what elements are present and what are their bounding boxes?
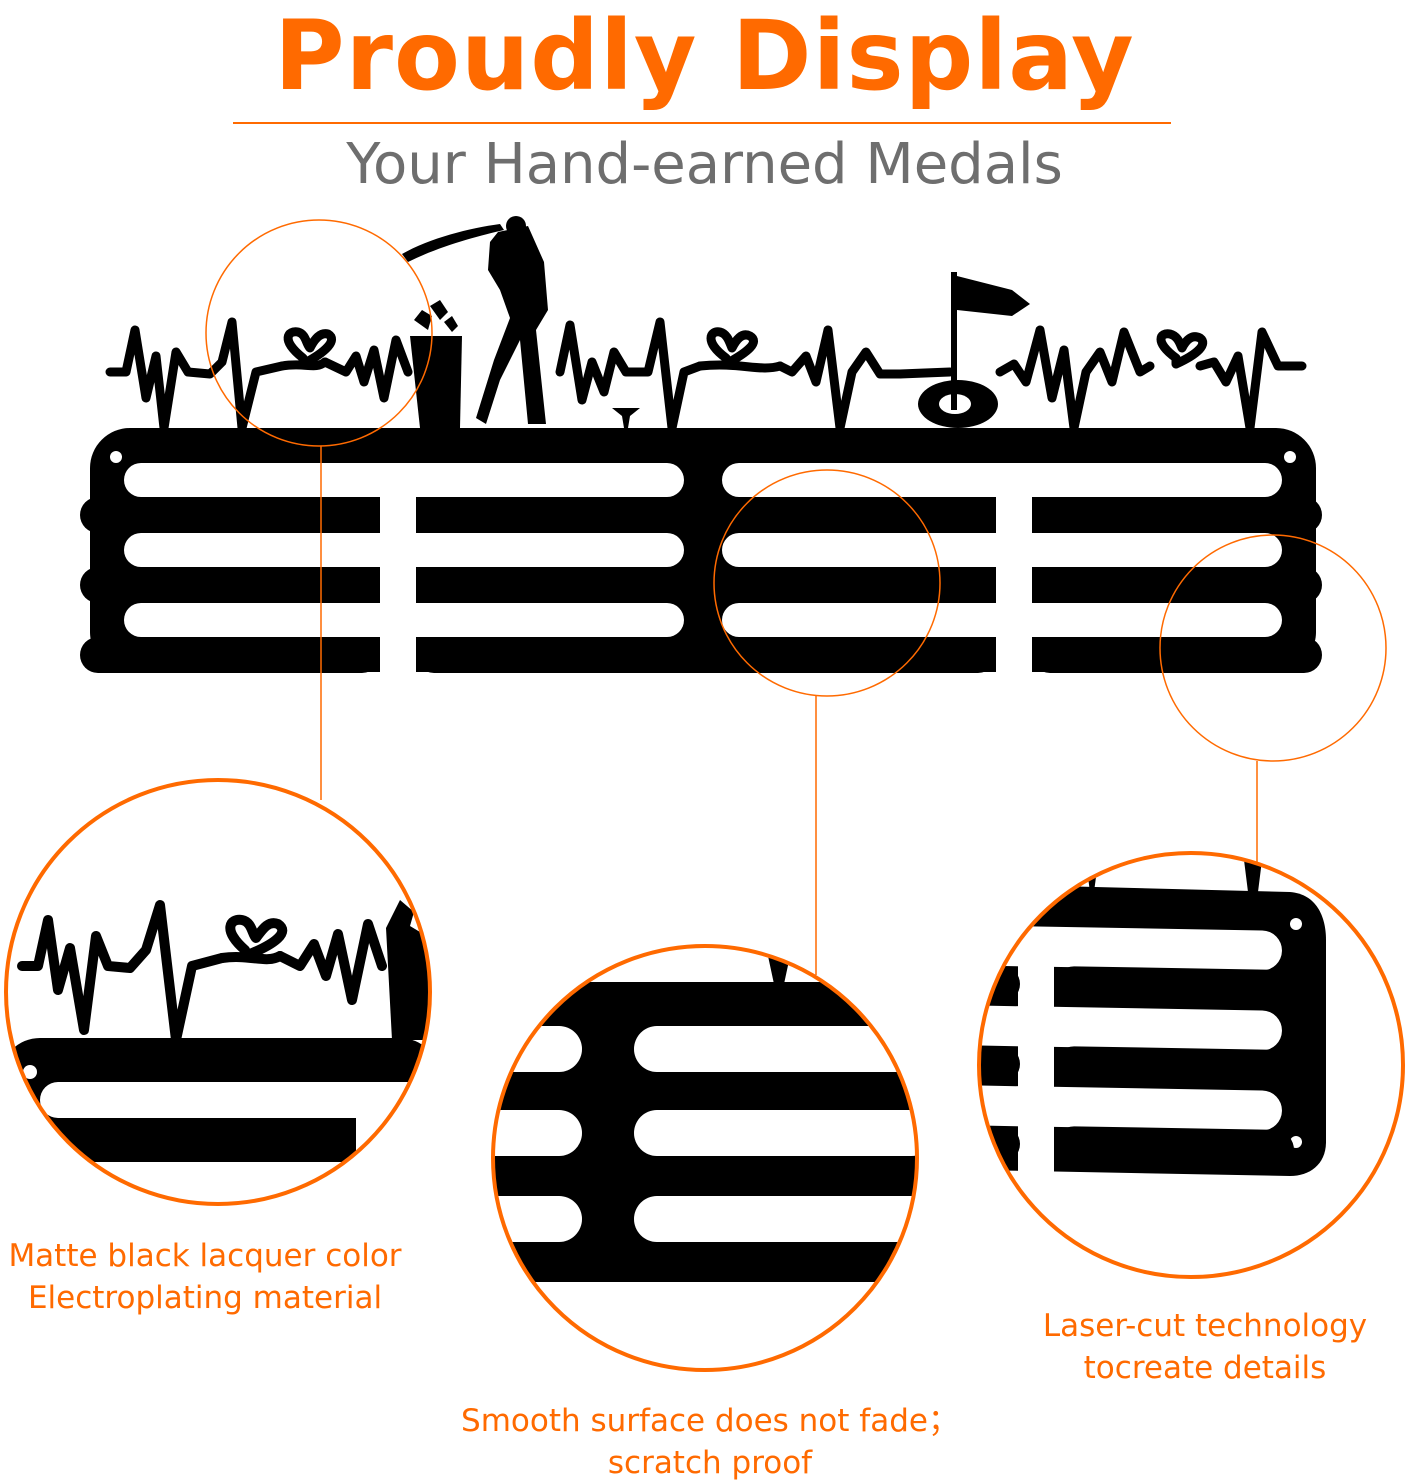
golf-ball-icon <box>918 380 998 428</box>
feature-caption-line: tocreate details <box>1083 1350 1327 1386</box>
page-subtitle: Your Hand-earned Medals <box>346 132 1063 197</box>
feature-caption-laser: Laser-cut technology tocreate details <box>1010 1305 1400 1389</box>
page-title: Proudly Display <box>274 0 1135 112</box>
callout-markers <box>205 219 1387 975</box>
feature-caption-line: Matte black lacquer color <box>8 1238 402 1274</box>
feature-caption-surface: Smooth surface does not fade； scratch pr… <box>430 1400 990 1484</box>
zoom-detail-right <box>977 851 1405 1279</box>
feature-caption-line: scratch proof <box>607 1445 813 1481</box>
heart-icon <box>283 327 1208 369</box>
title-divider <box>233 122 1171 124</box>
feature-caption-finish: Matte black lacquer color Electroplating… <box>0 1235 410 1319</box>
golf-bag-icon <box>410 300 462 428</box>
feature-caption-line: Electroplating material <box>27 1280 383 1316</box>
golf-tee-icon <box>612 408 640 428</box>
medal-hanger <box>60 216 1342 673</box>
zoom-detail-left <box>4 778 432 1206</box>
hanger-bar <box>60 428 1342 673</box>
golf-flag-icon <box>951 272 1030 392</box>
golfer-silhouette-icon <box>402 216 548 424</box>
feature-caption-line: Smooth surface does not fade； <box>461 1403 959 1439</box>
zoom-detail-middle <box>491 944 919 1372</box>
feature-caption-line: Laser-cut technology <box>1042 1308 1368 1344</box>
